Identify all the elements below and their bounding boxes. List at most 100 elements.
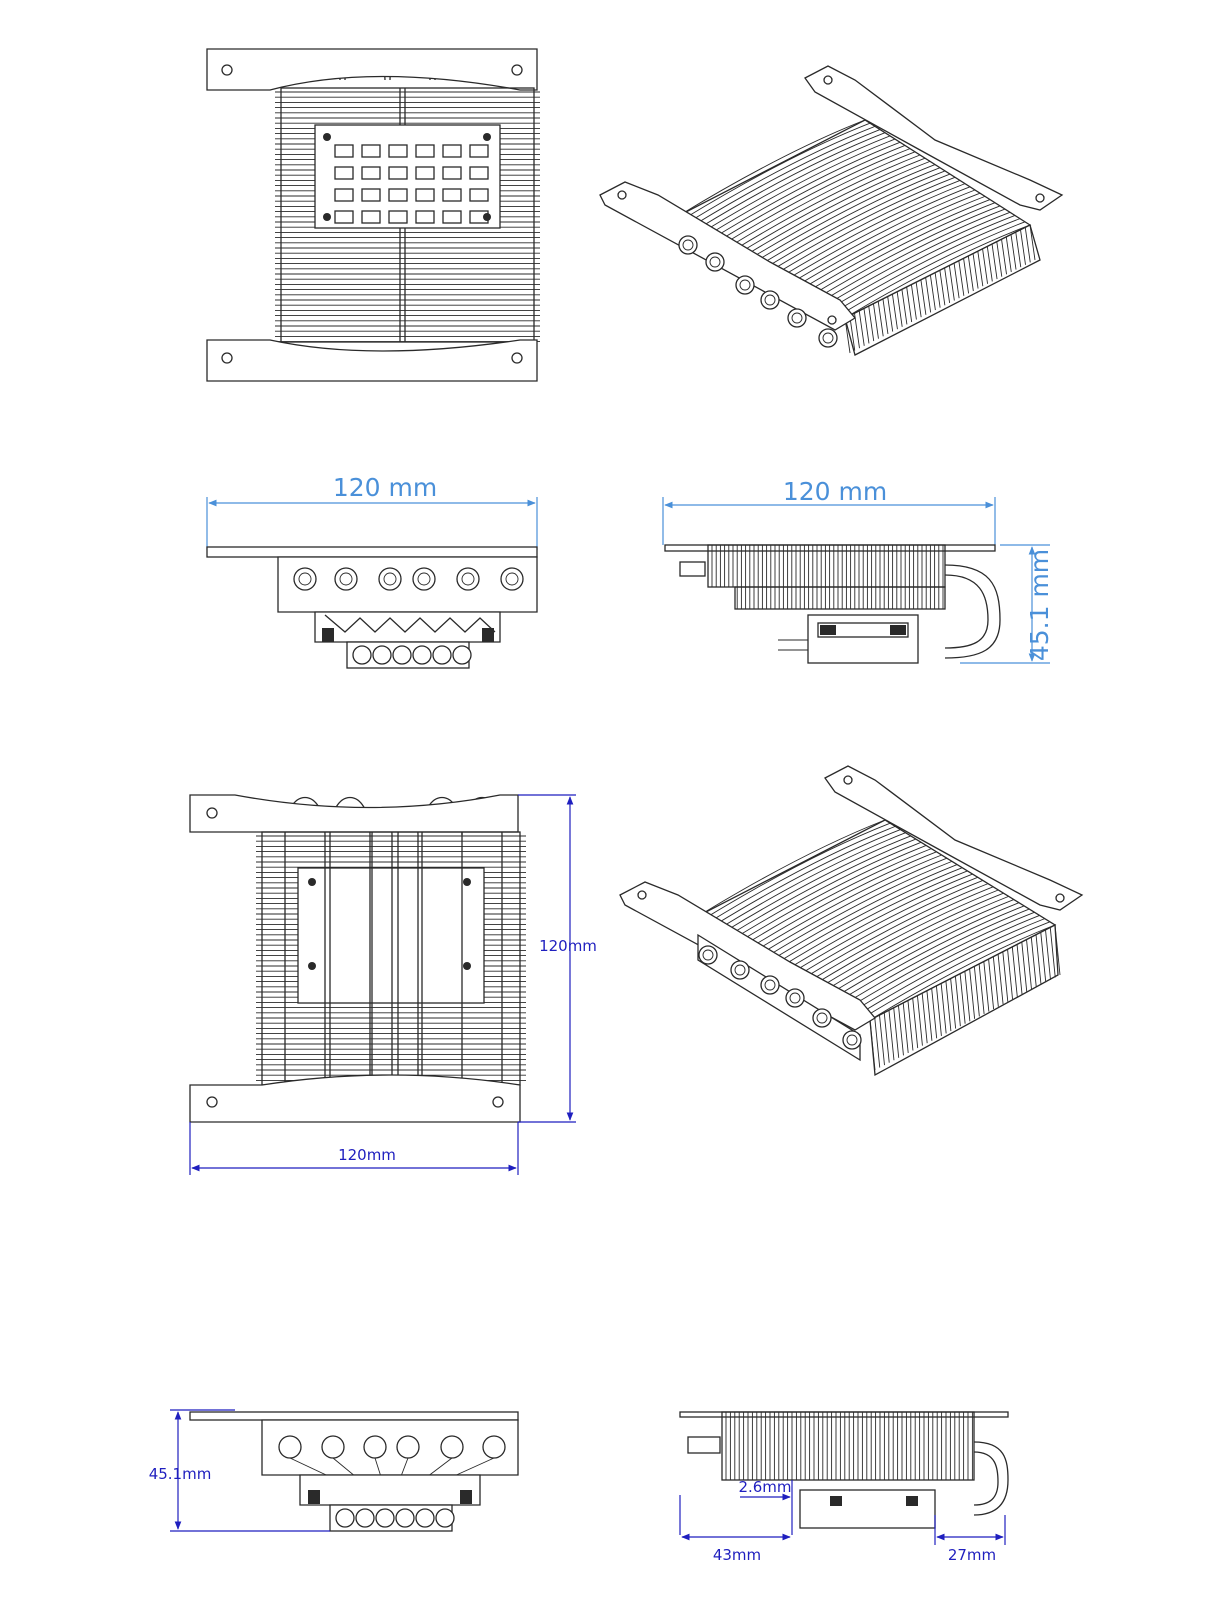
front-view-4: 45.1mm	[149, 1409, 519, 1532]
iso-fin	[751, 851, 937, 948]
iso-front-fin	[849, 315, 856, 351]
iso-pipe-end	[730, 960, 750, 980]
iso-fins	[679, 119, 1031, 319]
side-view-4: 2.6mm 43mm 27mm	[679, 1411, 1009, 1564]
iso-front-fin	[931, 988, 938, 1039]
iso-front-fin	[992, 956, 999, 1007]
iso-front-fin	[915, 282, 922, 318]
iso-front-fin	[978, 963, 985, 1015]
iso-fin	[771, 864, 958, 960]
iso-fin	[859, 918, 1045, 1015]
iso-front-fin	[869, 1019, 876, 1071]
iso-front-fin	[973, 966, 980, 1017]
base-cell	[388, 188, 408, 202]
width-dimension-label-b: 120 mm	[783, 477, 887, 506]
iso-fin	[735, 841, 922, 938]
iso-pipe-core	[822, 332, 834, 344]
heatpipe-core	[505, 572, 519, 586]
iso-front-fin	[997, 954, 1004, 1005]
base-cell	[469, 166, 489, 180]
heatpipe-core	[461, 572, 475, 586]
base-pipe	[412, 645, 432, 665]
iso-fin	[829, 215, 1016, 310]
iso-front-fin	[1015, 232, 1022, 268]
iso-front-fin	[882, 298, 889, 334]
iso-heatpipe-ends-2	[698, 945, 862, 1050]
iso-front-fin	[1045, 929, 1051, 980]
iso-front-fin	[1007, 949, 1014, 1000]
iso-pipe-core	[764, 294, 776, 306]
iso-front-fin	[1040, 932, 1047, 983]
iso-pipe-end	[787, 308, 807, 328]
front-view-2: 120 mm	[206, 473, 538, 669]
iso-fin	[749, 164, 936, 260]
iso-front-fin	[873, 303, 879, 339]
iso-pipe-end	[698, 945, 718, 965]
base-cell	[334, 188, 354, 202]
iso-front-fin	[940, 983, 947, 1034]
base-cell	[361, 144, 381, 158]
iso-pipe-end	[812, 1008, 832, 1028]
base-cell	[415, 210, 435, 224]
right-offset-dimension-label: 27mm	[948, 1546, 996, 1564]
iso-fin	[787, 873, 973, 970]
iso-front-fin	[1024, 227, 1031, 263]
iso-bracket-right	[804, 65, 1064, 211]
iso-fin	[819, 208, 1006, 303]
iso-fin	[779, 183, 966, 278]
iso-front-fin	[874, 1017, 881, 1068]
iso-front-fin	[920, 279, 927, 315]
base-pipe	[355, 1508, 375, 1528]
base-pipe	[375, 1508, 395, 1528]
heatpipe-end	[456, 567, 480, 591]
base-pipes	[352, 645, 472, 665]
iso-front-fin	[988, 959, 995, 1010]
width-dimension-label: 120 mm	[333, 473, 437, 502]
iso-front-fin	[907, 1000, 914, 1051]
iso-front-fin	[929, 275, 936, 311]
iso-front-fin	[1001, 239, 1007, 275]
mount-bracket-bottom-3	[189, 1074, 521, 1123]
isometric-view-2	[619, 765, 1084, 1077]
heatpipe-core	[383, 572, 397, 586]
iso-front-fin	[935, 985, 942, 1036]
base-cell	[442, 210, 462, 224]
heatpipe-end	[500, 567, 524, 591]
iso-fin	[684, 122, 871, 219]
top-view-1	[206, 48, 540, 382]
iso-fin	[704, 135, 891, 231]
iso-front-fin	[1030, 937, 1037, 988]
iso-front-fin	[898, 1005, 904, 1056]
mount-bracket-bottom	[206, 339, 538, 382]
iso-fin	[739, 157, 926, 253]
height-dimension-label-3: 120mm	[539, 937, 597, 955]
heatpipe-end	[482, 1435, 506, 1459]
iso-front-fin	[986, 246, 993, 282]
base-cell	[334, 210, 354, 224]
iso-front-fin	[944, 267, 951, 303]
iso-front-fin	[888, 1010, 895, 1061]
iso-fins-2	[699, 819, 1056, 1021]
base-cell	[388, 144, 408, 158]
iso-fin	[809, 202, 996, 297]
base-cell	[334, 166, 354, 180]
side-view-2: 120 mm 45.1 mm	[662, 477, 1054, 664]
base-cell	[361, 166, 381, 180]
iso-fin	[804, 199, 991, 294]
vertical-heatpipes	[284, 835, 503, 1085]
heatpipe-end	[334, 567, 358, 591]
iso-front-fin	[902, 1002, 909, 1053]
iso-fin	[849, 911, 1035, 1008]
iso-fin	[839, 221, 1026, 316]
iso-front-fin	[945, 980, 952, 1032]
iso-front-fin	[891, 294, 898, 330]
base-pipe	[435, 1508, 455, 1528]
iso-front-fin	[934, 272, 941, 308]
iso-front-fin	[1029, 224, 1036, 261]
heatpipe-end	[396, 1435, 420, 1459]
iso-pipe-core	[764, 979, 776, 991]
iso-fin	[774, 180, 961, 275]
iso-front-fin	[906, 286, 913, 323]
mount-bracket-top-3	[189, 794, 519, 833]
iso-front-fin	[887, 296, 894, 332]
